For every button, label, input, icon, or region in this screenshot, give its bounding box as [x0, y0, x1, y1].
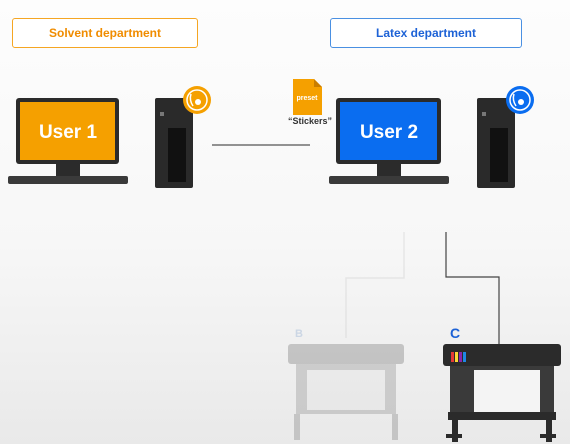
user2-tower[interactable] [477, 98, 515, 188]
preset-name: “Stickers” [287, 116, 333, 126]
user2-monitor[interactable] [329, 98, 449, 184]
user1-tower[interactable] [155, 98, 193, 188]
user2-label: User 2 [360, 122, 418, 143]
ghost-printer-icon [288, 344, 404, 440]
user1-label: User 1 [39, 122, 98, 143]
latex-department-label: Latex department [330, 18, 522, 48]
solvent-department-label: Solvent department [12, 18, 198, 48]
solvent-software-badge-icon [183, 86, 211, 114]
latex-software-badge-icon [506, 86, 534, 114]
printer-c-label: C [450, 325, 461, 341]
user1-monitor[interactable] [8, 98, 128, 184]
preset-file-label: preset [296, 95, 318, 102]
preset-file-icon[interactable] [293, 79, 322, 115]
printer-c-icon[interactable] [443, 344, 561, 442]
ghost-connection-line [345, 232, 405, 338]
connection-line-printer [445, 232, 500, 344]
ghost-printer-label: B [295, 328, 303, 340]
